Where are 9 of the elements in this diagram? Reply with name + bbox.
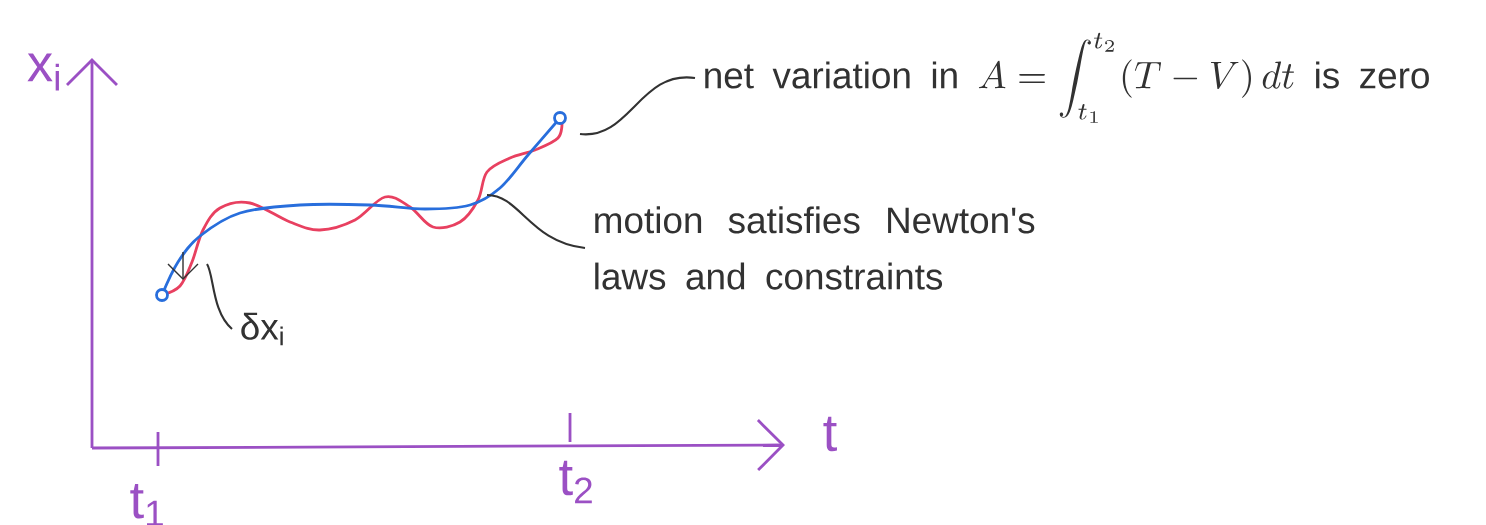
leader-line [486,193,586,250]
annotation-text: motion satisfies Newton's laws and constraints [595,206,1035,290]
leader-line [206,263,233,330]
tick-label: t$_{2}$ [559,460,592,504]
annotation-text: δx$_{i}$ [241,312,283,346]
axis-label: t [823,416,837,452]
axis-label: x$_{i}$ [27,53,59,91]
annotation-text: net variation in $A = \int_{t_1}^{t_2} (T - V)\,dt$ is zero [705,32,1429,123]
leader-line [580,76,696,136]
